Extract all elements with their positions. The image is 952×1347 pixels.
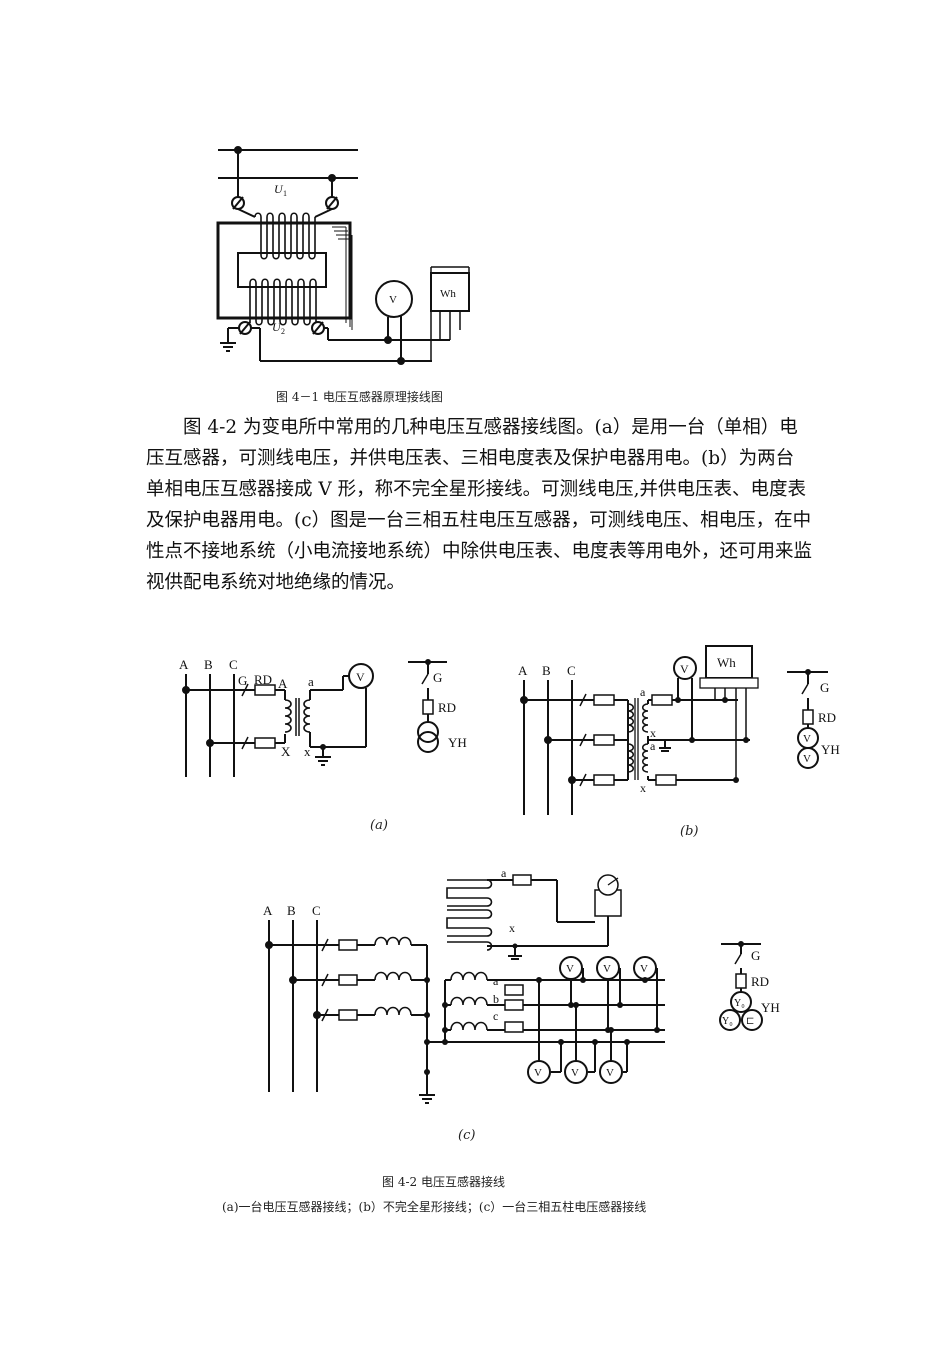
c-label-Y0b: Y₀ <box>722 1016 733 1027</box>
a-label-C: C <box>229 657 238 672</box>
figure-4-2a-sublabel: (a) <box>370 818 388 833</box>
figure-4-2-subcaption: (a)一台电压互感器接线；(b）不完全星形接线；(c）一台三相五柱电压感器接线 <box>222 1200 647 1214</box>
paragraph-text: 图 4-2 为变电所中常用的几种电压互感器接线图。(a）是用一台（单相）电压互感… <box>146 417 813 593</box>
label-u1-sub: 1 <box>283 189 287 198</box>
c-voltmeter-2-label: V <box>603 963 611 975</box>
c-label-G: G <box>751 948 760 963</box>
c-label-a-top: a <box>501 866 507 880</box>
c-label-c: c <box>493 1009 498 1023</box>
c-label-A: A <box>263 903 273 918</box>
watthour-label: Wh <box>440 288 456 300</box>
a-label-G2: G <box>433 670 442 685</box>
c-voltmeter-4-label: V <box>534 1067 542 1079</box>
b-label-A: A <box>518 663 528 678</box>
b-label-G: G <box>820 680 829 695</box>
b-label-YH: YH <box>821 742 840 757</box>
c-label-Y0: Y₀ <box>734 998 745 1009</box>
c-label-RD: RD <box>751 974 769 989</box>
a-label-YH: YH <box>448 735 467 750</box>
figure-4-1-caption: 图 4－1 电压互感器原理接线图 <box>276 390 443 404</box>
figure-4-1-diagram: U 1 U 2 V Wh <box>216 146 470 365</box>
a-label-RD: RD <box>254 672 272 687</box>
b-label-a2: a <box>650 739 656 753</box>
c-voltmeter-6-label: V <box>606 1067 614 1079</box>
label-u1: U <box>274 182 284 196</box>
c-voltmeter-3-label: V <box>640 963 648 975</box>
a-label-V: V <box>356 670 365 684</box>
c-label-b: b <box>493 992 499 1006</box>
c-voltmeter-1-label: V <box>566 963 574 975</box>
c-voltmeter-5-label: V <box>571 1067 579 1079</box>
figure-4-2-caption: 图 4-2 电压互感器接线 <box>382 1175 505 1189</box>
figure-4-2b-diagram: A B C a x a x V Wh G RD YH V V <box>518 645 840 815</box>
label-u2-sub: 2 <box>281 327 285 336</box>
c-label-L: ⊏ <box>746 1016 754 1027</box>
figure-4-2a-diagram: A B C G RD A a X x V G RD YH <box>179 657 467 777</box>
b-label-V: V <box>680 662 689 676</box>
c-label-YH: YH <box>761 1000 780 1015</box>
a-label-G: G <box>238 673 247 688</box>
b-label-V1: V <box>803 733 811 745</box>
a-label-RD2: RD <box>438 700 456 715</box>
figure-4-2b-sublabel: (b) <box>680 824 699 839</box>
b-label-RD: RD <box>818 710 836 725</box>
c-label-B: B <box>287 903 296 918</box>
body-paragraph: 图 4-2 为变电所中常用的几种电压互感器接线图。(a）是用一台（单相）电压互感… <box>146 412 812 598</box>
b-label-x1: x <box>650 726 656 740</box>
a-label-X: X <box>281 744 291 759</box>
a-label-B: B <box>204 657 213 672</box>
figure-4-2c-sublabel: (c) <box>458 1128 476 1143</box>
c-label-x-top: x <box>509 921 515 935</box>
voltmeter-label: V <box>389 294 397 306</box>
a-label-x: x <box>304 744 311 759</box>
label-u2: U <box>272 320 282 334</box>
b-label-a1: a <box>640 685 646 699</box>
a-label-pA: A <box>278 676 288 691</box>
b-label-x2: x <box>640 781 646 795</box>
b-label-C: C <box>567 663 576 678</box>
b-label-V2: V <box>803 753 811 765</box>
b-label-Wh: Wh <box>717 655 736 670</box>
a-label-a: a <box>308 674 314 689</box>
a-label-A: A <box>179 657 189 672</box>
c-label-C: C <box>312 903 321 918</box>
b-label-B: B <box>542 663 551 678</box>
figure-4-2c-diagram: A B C a x a b c V V V V V V G RD YH Y₀ Y… <box>263 866 780 1104</box>
c-label-a: a <box>493 974 499 988</box>
